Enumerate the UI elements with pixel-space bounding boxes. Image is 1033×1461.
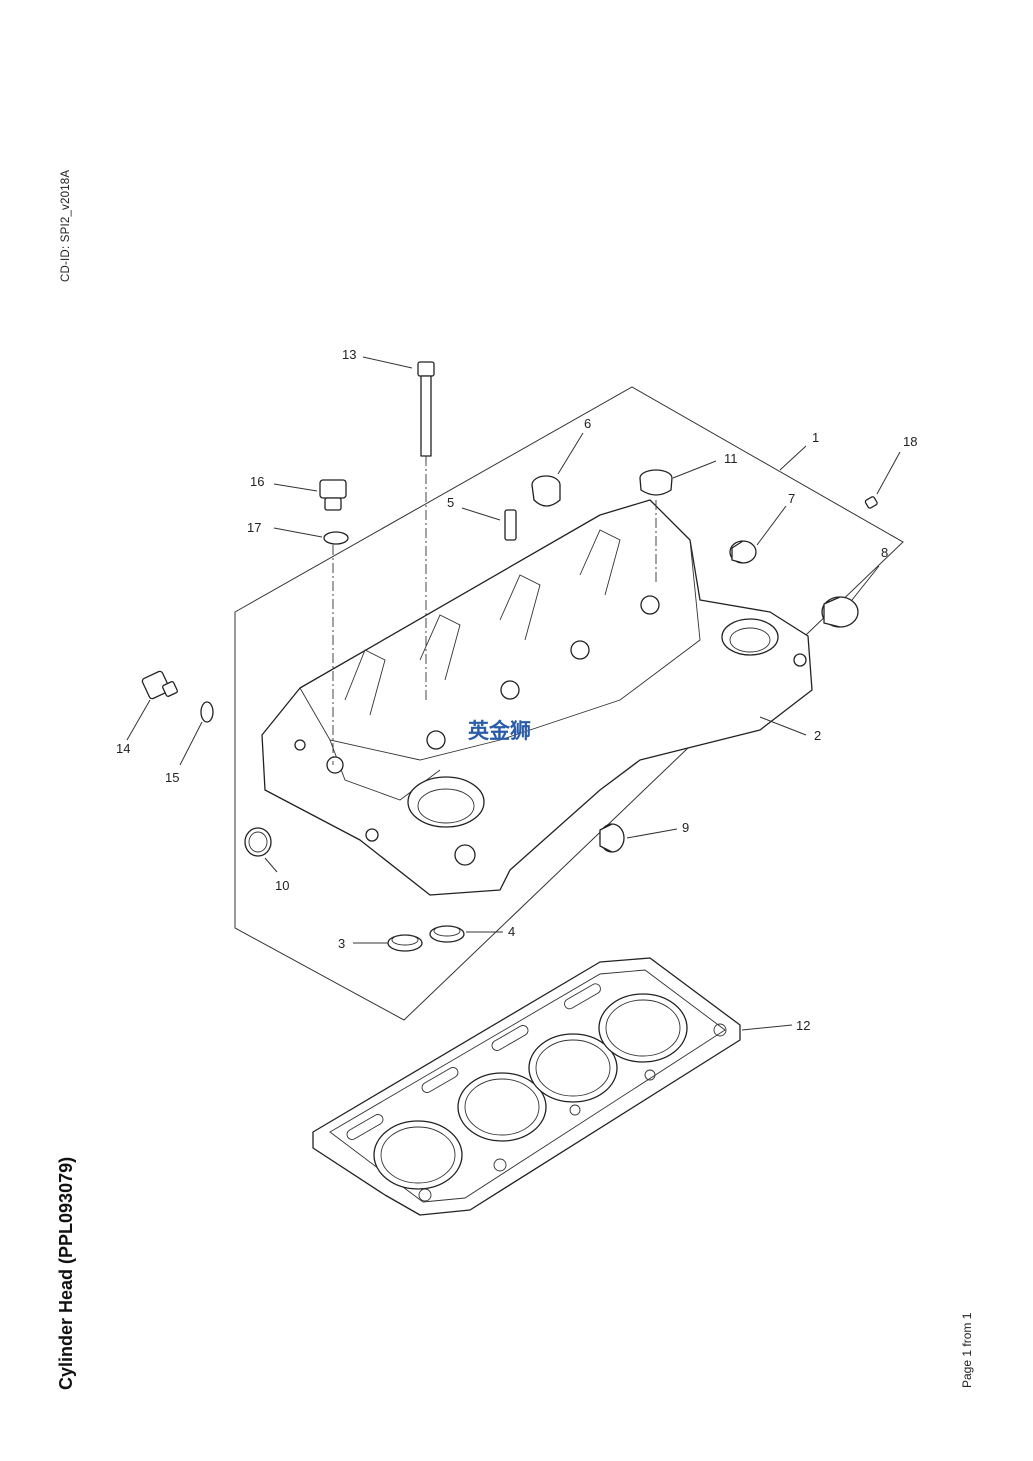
callout-16: 16	[250, 474, 264, 489]
callout-9: 9	[682, 820, 689, 835]
ring-4	[429, 925, 465, 943]
plug-14	[141, 670, 178, 700]
callout-11: 11	[724, 451, 738, 466]
cap-7	[729, 540, 757, 564]
plug-16	[319, 479, 347, 511]
callout-5: 5	[447, 495, 454, 510]
washer-15	[200, 701, 214, 723]
head-gasket-12	[312, 957, 741, 1216]
callout-1: 1	[812, 430, 819, 445]
dowel-5	[504, 509, 517, 541]
cap-8	[821, 596, 859, 628]
callout-13: 13	[342, 347, 356, 362]
callout-12: 12	[796, 1018, 810, 1033]
callout-4: 4	[508, 924, 515, 939]
callout-3: 3	[338, 936, 345, 951]
watermark: 英金狮	[468, 719, 531, 743]
cap-6	[531, 475, 561, 507]
ring-3	[387, 934, 423, 952]
callout-15: 15	[165, 770, 179, 785]
callout-14: 14	[116, 741, 130, 756]
callout-8: 8	[881, 545, 888, 560]
callout-17: 17	[247, 520, 261, 535]
leader-lines	[126, 356, 901, 1031]
callout-6: 6	[584, 416, 591, 431]
assembly-frame	[234, 386, 904, 1021]
plug-18	[864, 496, 878, 509]
cap-11	[639, 469, 673, 496]
cap-9	[599, 823, 625, 853]
cylinder-head	[261, 499, 813, 896]
bolt-13	[417, 361, 435, 457]
cap-10	[244, 827, 272, 857]
callout-2: 2	[814, 728, 821, 743]
callout-10: 10	[275, 878, 289, 893]
washer-17	[323, 531, 349, 545]
callout-18: 18	[903, 434, 917, 449]
callout-7: 7	[788, 491, 795, 506]
